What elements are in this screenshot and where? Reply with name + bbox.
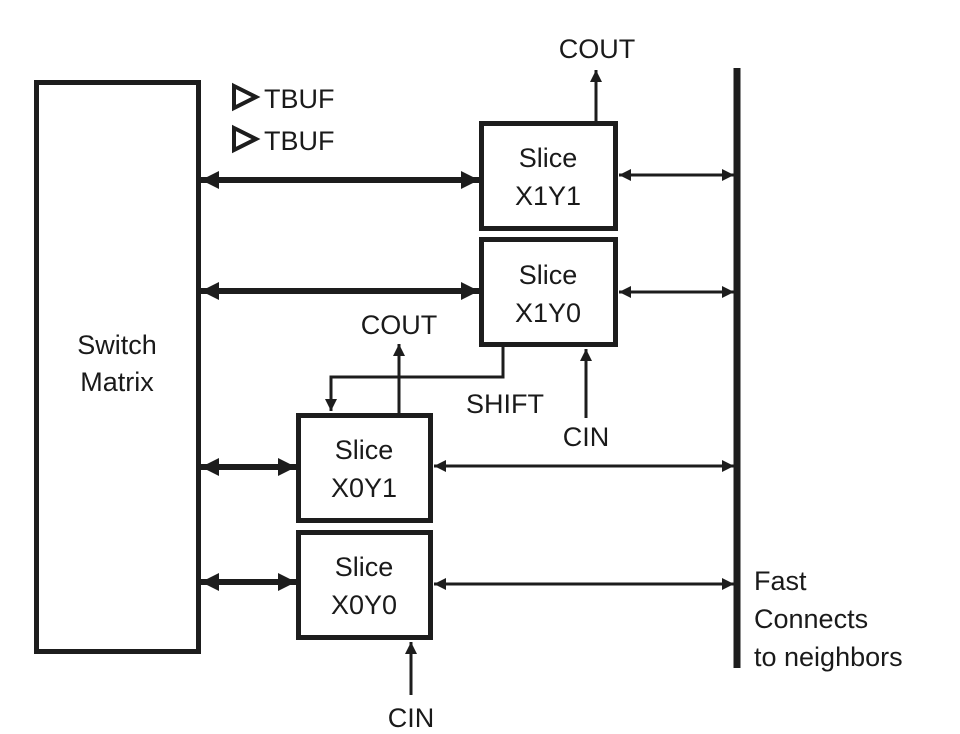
shift-label: SHIFT (466, 389, 544, 419)
slice-x1y1: Slice X1Y1 (479, 121, 618, 231)
cout-mid-label: COUT (361, 310, 438, 340)
slice-x0y0: Slice X0Y0 (296, 530, 433, 640)
slice-x0y0-line2: X0Y0 (331, 590, 397, 620)
fast-connects-line1: Fast (754, 566, 807, 596)
slice-x0y1-line2: X0Y1 (331, 473, 397, 503)
cout-top-label: COUT (559, 34, 636, 64)
tbuf-triangle-icon (232, 82, 261, 112)
fast-connects-line3: to neighbors (754, 642, 903, 672)
fast-connects-label: Fast Connects to neighbors (754, 566, 903, 672)
slice-x0y1: Slice X0Y1 (296, 413, 433, 523)
switch-matrix-block: Switch Matrix (34, 80, 201, 654)
slice-x1y0: Slice X1Y0 (479, 237, 618, 347)
fast-connects-line2: Connects (754, 604, 868, 634)
cin-mid-label: CIN (563, 422, 610, 452)
tbuf-triangle-icon (232, 124, 261, 154)
arrow-shift (325, 347, 505, 411)
tbuf-label-2: TBUF (264, 126, 335, 156)
tbuf-legend: TBUF TBUF (232, 82, 335, 156)
slice-x0y1-line1: Slice (335, 435, 394, 465)
slice-x0y0-line1: Slice (335, 552, 394, 582)
slice-x1y0-line2: X1Y0 (515, 298, 581, 328)
tbuf-label-1: TBUF (264, 84, 335, 114)
slice-x1y0-line1: Slice (519, 260, 578, 290)
slice-x1y1-line1: Slice (519, 143, 578, 173)
switch-matrix-label-line2: Matrix (80, 367, 154, 397)
cin-bottom-label: CIN (388, 703, 435, 733)
slice-x1y1-line2: X1Y1 (515, 181, 581, 211)
switch-matrix-label-line1: Switch (77, 330, 157, 360)
